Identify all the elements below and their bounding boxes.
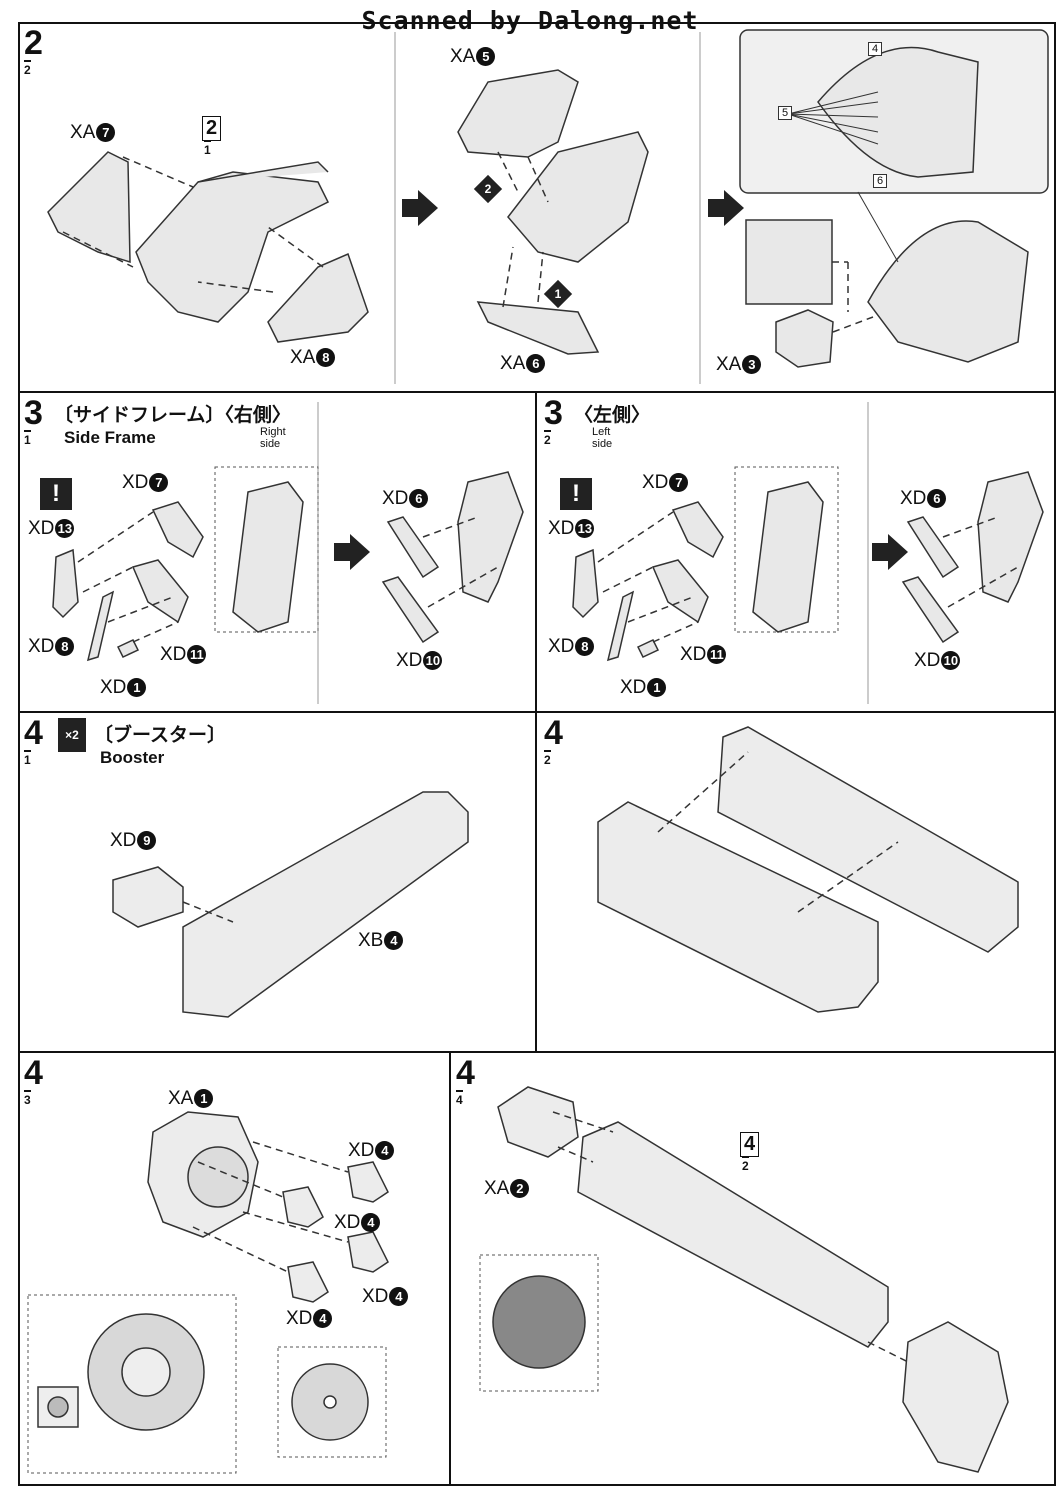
order-mark-1: 1 <box>543 279 573 309</box>
step-sub-number: 1 <box>24 430 31 447</box>
next-arrow-icon <box>334 534 370 570</box>
step-sub-number: 2 <box>24 60 31 77</box>
reference-step-sub: 2 <box>742 1156 749 1173</box>
next-arrow-icon <box>402 190 438 226</box>
step-sub-number: 2 <box>544 430 551 447</box>
next-arrow-icon <box>872 534 908 570</box>
section-title-en: Side Frame <box>64 428 156 447</box>
section-title-jp: 〈左側〉 <box>574 405 651 426</box>
step-sub-number: 1 <box>24 750 31 767</box>
quantity-badge: ×2 <box>58 718 86 752</box>
decal-ref-6: 6 <box>873 174 888 188</box>
step-number: 3 <box>24 394 43 432</box>
step-number: 4 <box>24 714 43 752</box>
step-number: 4 <box>544 714 563 752</box>
step-number: 2 <box>24 24 43 62</box>
section-title-jp: 〔ブースター〕 <box>94 725 227 746</box>
warning-icon: ! <box>560 478 592 510</box>
step-sub-number: 4 <box>456 1090 463 1107</box>
step-number: 4 <box>456 1054 475 1092</box>
reference-step-number: 2 <box>202 116 222 141</box>
panel-frame-lines <box>18 22 1056 1486</box>
next-arrow-icon <box>708 190 744 226</box>
decal-ref-4: 4 <box>868 42 883 56</box>
order-mark-2: 2 <box>473 174 503 204</box>
side-note: Right side <box>260 426 286 450</box>
section-title-en: Booster <box>100 748 165 767</box>
step-sub-number: 3 <box>24 1090 31 1107</box>
step-number: 4 <box>24 1054 43 1092</box>
side-note: Left side <box>592 426 613 450</box>
decal-ref-5: 5 <box>778 106 793 120</box>
reference-step-number: 4 <box>740 1132 760 1157</box>
step-sub-number: 2 <box>544 750 551 767</box>
step-number: 3 <box>544 394 563 432</box>
section-title-jp: 〔サイドフレーム〕〈右側〉 <box>54 405 291 426</box>
warning-icon: ! <box>40 478 72 510</box>
scan-watermark: Scanned by Dalong.net <box>361 6 699 35</box>
reference-step-sub: 1 <box>204 140 211 157</box>
